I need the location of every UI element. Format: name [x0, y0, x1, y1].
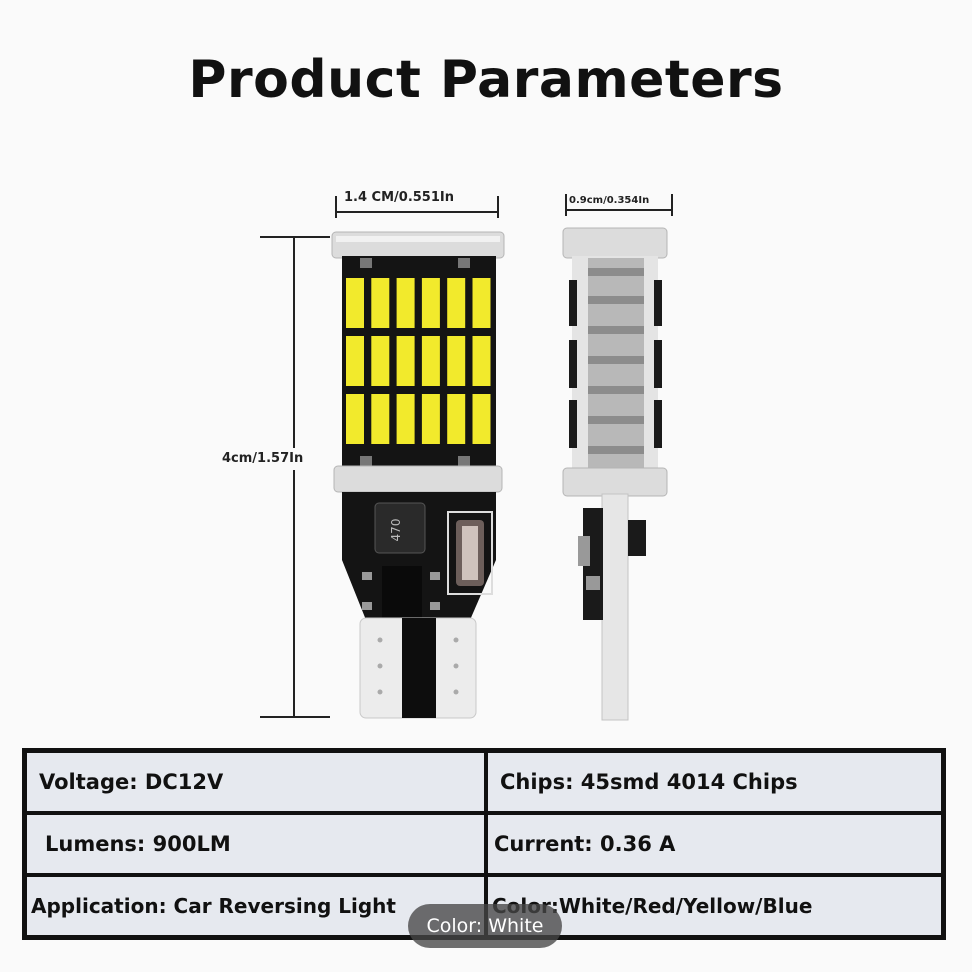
bulb-front-view: 470	[331, 231, 505, 719]
page-title: Product Parameters	[188, 50, 784, 110]
width-dimension-side	[565, 194, 673, 216]
spec-color: Color:White/Red/Yellow/Blue	[488, 877, 941, 935]
led-chip	[396, 336, 415, 386]
height-label: 4cm/1.57In	[222, 451, 304, 466]
led-chip	[472, 394, 491, 444]
resistor-label: 470	[389, 519, 403, 542]
led-chip	[421, 336, 440, 386]
led-chip	[371, 278, 390, 328]
led-chip	[447, 336, 466, 386]
led-chip	[447, 394, 466, 444]
spec-table: Voltage: DC12V Chips: 45smd 4014 Chips L…	[22, 748, 946, 940]
led-chip	[371, 394, 390, 444]
width-dimension-front	[335, 196, 499, 218]
led-chip	[421, 278, 440, 328]
spec-application: Application: Car Reversing Light	[27, 877, 484, 935]
led-chip	[396, 278, 415, 328]
led-chip	[346, 394, 364, 444]
spec-current: Current: 0.36 A	[488, 815, 941, 873]
spec-lumens: Lumens: 900LM	[27, 815, 484, 873]
led-chip	[421, 394, 440, 444]
led-chip	[396, 394, 415, 444]
spec-chips: Chips: 45smd 4014 Chips	[488, 753, 941, 811]
led-chip	[346, 336, 364, 386]
led-chip	[472, 336, 491, 386]
width-side-label: 0.9cm/0.354In	[569, 195, 650, 206]
led-chip	[447, 278, 466, 328]
led-chip	[346, 278, 364, 328]
led-chips	[346, 278, 491, 444]
led-chip	[371, 336, 390, 386]
width-front-label: 1.4 CM/0.551In	[344, 190, 454, 205]
bulb-side-view	[562, 227, 668, 721]
led-chip	[472, 278, 491, 328]
height-dimension	[260, 236, 330, 718]
color-badge[interactable]: Color: White	[408, 904, 562, 948]
spec-voltage: Voltage: DC12V	[27, 753, 484, 811]
